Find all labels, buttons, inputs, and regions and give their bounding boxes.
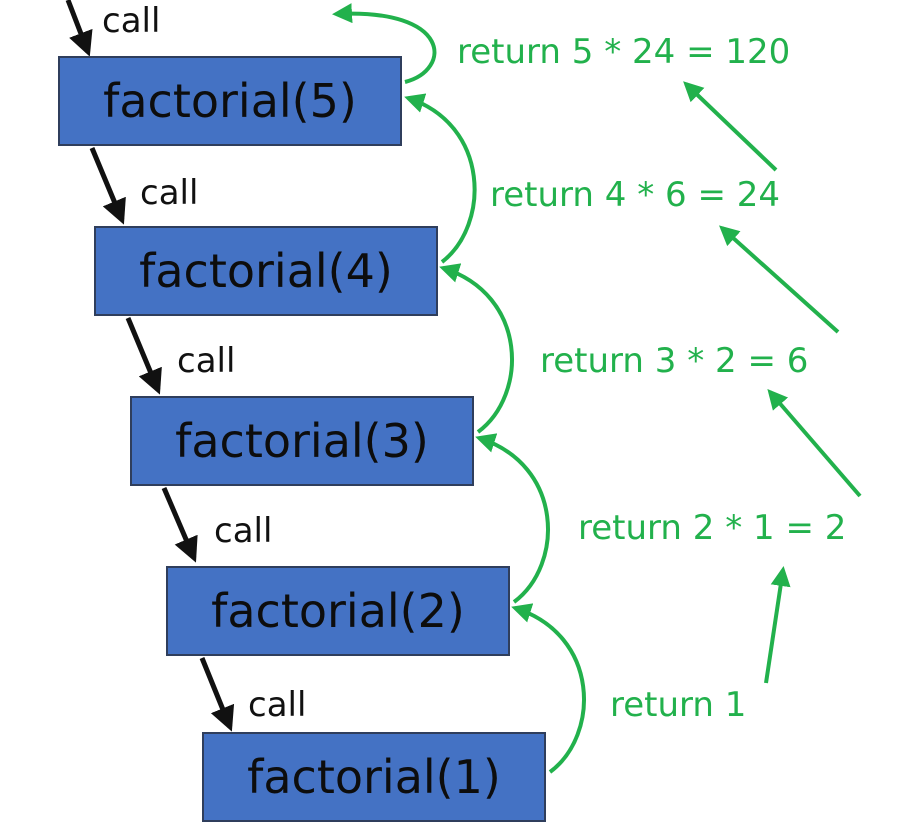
return-curve-5: [332, 3, 437, 84]
return-curve-4: [404, 93, 477, 264]
factorial-1-box: factorial(1): [202, 732, 546, 822]
return-label-1: return 1: [610, 685, 747, 725]
factorial-1-label: factorial(1): [247, 750, 501, 804]
return-label-2: return 2 * 1 = 2: [578, 508, 847, 548]
call-arrow-2: [161, 487, 198, 563]
return-arrow-1-to-2: [764, 566, 791, 684]
call-arrow-1: [199, 657, 235, 732]
call-arrow-5: [65, 0, 93, 57]
return-curve-2: [475, 433, 550, 604]
call-arrow-4: [89, 147, 126, 225]
return-curve-3: [439, 263, 514, 434]
call-label-1: call: [248, 685, 307, 725]
return-arrow-3-to-4: [719, 225, 840, 334]
return-label-3: return 3 * 2 = 6: [540, 341, 809, 381]
return-curve-1: [511, 603, 586, 774]
call-label-5: call: [102, 1, 161, 41]
factorial-5-label: factorial(5): [103, 74, 357, 128]
return-label-4: return 4 * 6 = 24: [490, 175, 781, 215]
factorial-4-box: factorial(4): [94, 226, 438, 316]
call-label-4: call: [140, 173, 199, 213]
factorial-3-label: factorial(3): [175, 414, 429, 468]
return-label-5: return 5 * 24 = 120: [457, 32, 791, 72]
factorial-3-box: factorial(3): [130, 396, 474, 486]
call-label-2: call: [214, 511, 273, 551]
call-label-3: call: [177, 341, 236, 381]
factorial-2-box: factorial(2): [166, 566, 510, 656]
call-arrow-3: [125, 317, 162, 395]
factorial-5-box: factorial(5): [58, 56, 402, 146]
factorial-4-label: factorial(4): [139, 244, 393, 298]
return-arrow-2-to-3: [767, 388, 862, 498]
return-arrow-4-to-5: [683, 81, 778, 172]
factorial-2-label: factorial(2): [211, 584, 465, 638]
